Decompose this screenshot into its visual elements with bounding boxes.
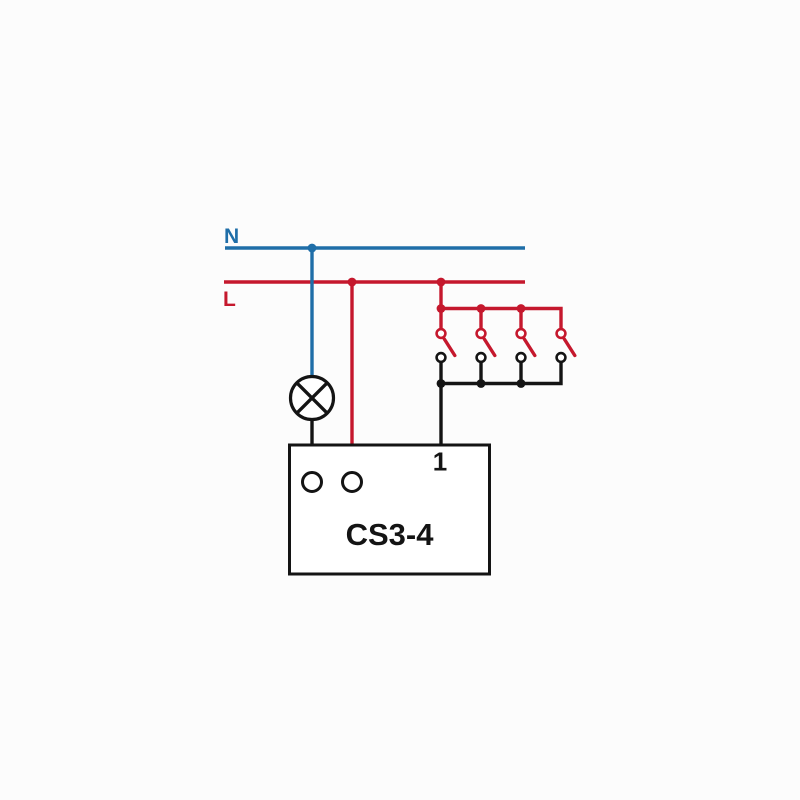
live-feed-branch <box>345 282 359 471</box>
device-label: CS3-4 <box>346 517 435 552</box>
lamp-cross-line <box>295 381 329 415</box>
switch-blade <box>522 337 537 358</box>
switch-4 <box>555 327 577 364</box>
terminal-lamp-output <box>301 471 323 493</box>
switch-top-contact <box>515 327 527 340</box>
lamp-branch <box>288 248 336 472</box>
terminal-1-label: 1 <box>433 447 447 477</box>
switch-bottom-contact <box>475 351 487 364</box>
live-label: L <box>223 288 236 311</box>
switch-3 <box>515 308 537 384</box>
switch-bottom-contact <box>555 351 567 364</box>
terminal-live-input <box>341 471 363 493</box>
neutral-label: N <box>224 225 239 248</box>
switch-top-contact <box>435 327 447 340</box>
switch-top-contact <box>555 327 567 340</box>
device-box: 1 CS3-4 <box>288 443 491 576</box>
bus-junction-dot <box>476 379 486 388</box>
switch-2 <box>475 308 497 384</box>
switch-blade <box>562 337 577 358</box>
switch-1 <box>435 308 457 384</box>
lamp-icon <box>288 374 336 422</box>
device-outline <box>288 443 491 576</box>
switch-bottom-contact <box>515 351 527 364</box>
switch-bus-wire <box>441 362 563 386</box>
switch-blade <box>442 337 457 358</box>
neutral-rail: N <box>224 225 525 253</box>
switch-blade <box>482 337 497 358</box>
bus-junction-dot <box>516 379 526 388</box>
switch-bottom-contact <box>435 351 447 364</box>
switch-top-contact <box>475 327 487 340</box>
switch-bank <box>435 282 577 445</box>
switch-branch-wire <box>441 306 563 330</box>
